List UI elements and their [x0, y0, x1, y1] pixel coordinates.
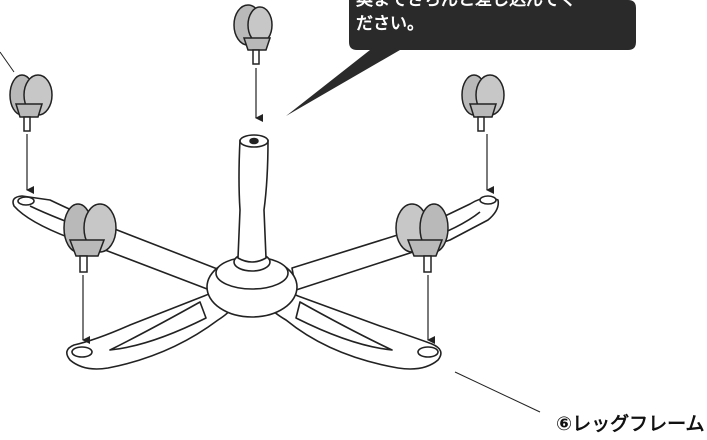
insertion-arrows — [26, 68, 494, 344]
caster-front-right — [395, 203, 449, 273]
caster-back-left — [9, 74, 53, 132]
callout-line-2: ださい。 — [356, 14, 424, 34]
callout-line-1: 奥までさらんと差し込んでく — [356, 0, 577, 10]
caster-top — [233, 4, 273, 65]
callout-bubble — [286, 0, 636, 116]
leader-line-top-left — [0, 51, 15, 73]
caster-front-left — [63, 203, 117, 273]
part-label-leg-frame: ⑥レッグフレーム — [556, 413, 705, 435]
caster-back-right — [461, 74, 505, 132]
part-label-leader-line — [454, 371, 541, 413]
callout-text: 奥までさらんと差し込んでく ださい。 — [356, 0, 618, 36]
